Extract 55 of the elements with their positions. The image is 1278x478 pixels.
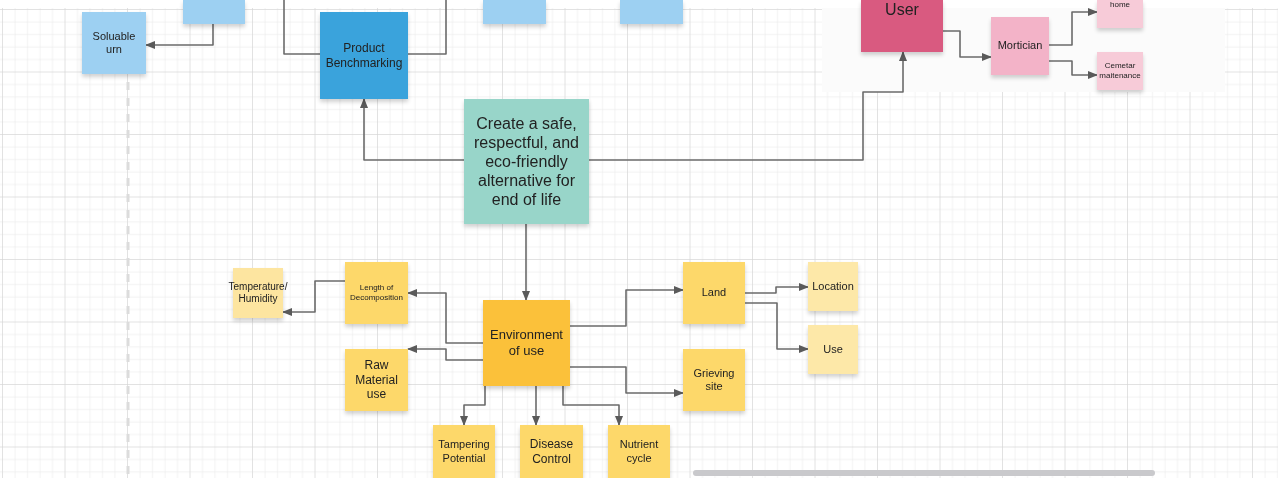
note-text: Grieving site — [692, 366, 736, 394]
sticky-note — [82, 12, 146, 74]
connector-arrow — [744, 302, 809, 353]
sticky-note — [620, 0, 683, 24]
sticky-note — [683, 262, 745, 324]
note-text: Product Benchmarking — [324, 41, 404, 70]
note-text: Raw Material use — [354, 358, 399, 402]
connector-arrow — [282, 280, 346, 316]
sticky-note — [345, 262, 408, 324]
connector-arrow — [407, 289, 484, 344]
note-text: Tampering Potential — [437, 438, 491, 465]
note-text: Cemetar maitenance — [1099, 61, 1141, 81]
sticky-note — [483, 300, 570, 386]
note-text: Land — [701, 286, 727, 300]
connector-arrow — [942, 30, 992, 61]
sticky-note — [320, 12, 408, 99]
note-text: Mortician — [997, 39, 1043, 53]
note-text: Disease Control — [528, 437, 575, 466]
note-text: User — [885, 0, 919, 20]
sticky-note — [433, 425, 495, 478]
sticky-note — [808, 262, 858, 311]
connector-arrow — [360, 98, 465, 161]
sticky-note — [1097, 0, 1143, 28]
sticky-note — [183, 0, 245, 24]
sticky-note — [1097, 52, 1143, 90]
connector-arrow — [1048, 8, 1098, 46]
connector-arrow — [407, 345, 484, 361]
connector-arrow — [145, 23, 214, 49]
sticky-note — [991, 17, 1049, 75]
sticky-note — [808, 325, 858, 374]
sticky-note — [683, 349, 745, 411]
connector-arrow — [522, 223, 530, 301]
sticky-note — [483, 0, 546, 24]
note-text: Location — [812, 279, 854, 294]
connector-arrow — [460, 385, 486, 426]
note-text: Length of Decomposition — [349, 283, 404, 303]
connector-arrow — [569, 286, 684, 327]
connector-arrow — [744, 283, 809, 294]
note-text: Create a safe, respectful, and eco-friendly alternative for end of life — [473, 113, 580, 210]
note-text: Environment of use — [489, 327, 564, 359]
note-text: Soluable urn — [91, 29, 137, 57]
sticky-note — [520, 425, 583, 478]
connector-arrow — [588, 51, 907, 161]
sticky-note — [861, 0, 943, 52]
goal-note — [464, 99, 589, 224]
sticky-note — [608, 425, 670, 478]
note-text: Temperature/ Humidity — [228, 281, 288, 305]
note-text: home — [1110, 0, 1130, 10]
connector-arrow — [1048, 60, 1098, 79]
note-text: Use — [823, 342, 843, 357]
note-text: Nutrient cycle — [618, 438, 660, 465]
connector-arrow — [569, 366, 684, 397]
connector-arrow — [562, 385, 623, 426]
connector-arrow — [532, 385, 540, 426]
sticky-note — [345, 349, 408, 411]
